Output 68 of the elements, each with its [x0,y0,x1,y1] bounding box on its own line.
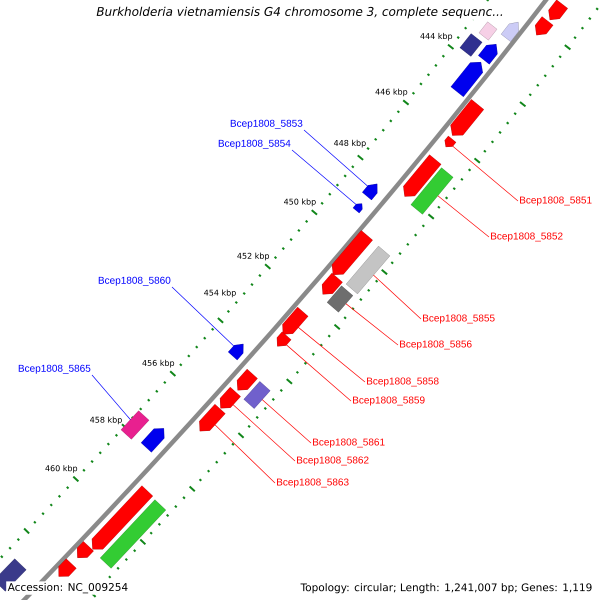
gene-feature [322,272,343,294]
leader-line [214,424,276,484]
gene-feature [220,386,241,408]
gene-label: Bcep1808_5852 [491,232,563,242]
scale-label: 460 kbp [45,465,78,473]
gene-bar [120,410,150,440]
gene-feature [535,16,554,36]
gene-feature [478,44,498,64]
gene-feature [362,184,378,200]
gene-bar [460,33,482,57]
summary-text: Topology: circular; Length: 1,241,007 bp; Genes: 1,119 [299,582,594,595]
scale-label: 450 kbp [284,198,316,206]
gene-bar [326,286,354,312]
gene-label: Bcep1808_5855 [423,314,495,324]
scale-label: 448 kbp [334,140,366,148]
scale-label: 456 kbp [142,360,174,368]
gene-label: Bcep1808_5851 [520,196,592,206]
leader-line [92,374,131,420]
gene-feature [77,541,94,558]
gene-label: Bcep1808_5862 [297,456,369,466]
scale-label: 446 kbp [376,88,408,96]
gene-label: Bcep1808_5856 [400,340,472,350]
gene-feature [236,368,258,390]
gene-feature [444,136,456,148]
leader-line [346,303,398,346]
leader-line [298,327,366,382]
scale-label: 454 kbp [204,289,236,298]
gene-label: Bcep1808_5858 [367,377,439,387]
gene-bar [100,500,166,568]
gene-feature [140,428,164,452]
gene-feature [332,230,373,275]
leader-line [292,150,356,205]
gene-feature [450,62,483,97]
gene-feature [450,99,484,136]
leader-line [373,274,422,320]
gene-feature [276,332,292,346]
gene-bar [478,22,498,40]
gene-bar [346,246,390,294]
leader-line [172,286,234,346]
gene-label: Bcep1808_5860 [98,276,170,286]
scale-label: 452 kbp [237,252,270,260]
gene-feature [92,486,153,550]
scale-label: 458 kbp [90,416,122,424]
gene-label: Bcep1808_5854 [218,140,290,149]
gene-feature [500,22,519,42]
gene-feature [199,404,226,432]
leader-line [262,399,312,444]
leader-line [232,404,296,462]
gene-label: Bcep1808_5861 [313,438,385,448]
title: Burkholderia vietnamiensis G4 chromosome 3, complete sequenc... [94,5,506,20]
gene-feature [352,203,362,214]
gene-feature [548,0,568,20]
gene-feature [282,306,308,334]
leader-line [304,130,368,186]
scale-label: 444 kbp [420,32,452,41]
leader-line [437,195,490,238]
gene-feature [403,154,442,197]
accession-text: Accession: NC_009254 [6,581,130,595]
leader-line [452,146,518,202]
gene-label: Bcep1808_5859 [353,396,425,406]
gene-label: Bcep1808_5865 [18,364,90,374]
gene-bar [410,168,454,214]
gene-label: Bcep1808_5853 [230,120,302,129]
leader-line [286,344,352,402]
gene-feature [228,344,244,360]
gene-feature [58,558,76,577]
gene-bar [244,381,270,409]
gene-label: Bcep1808_5863 [277,478,349,488]
